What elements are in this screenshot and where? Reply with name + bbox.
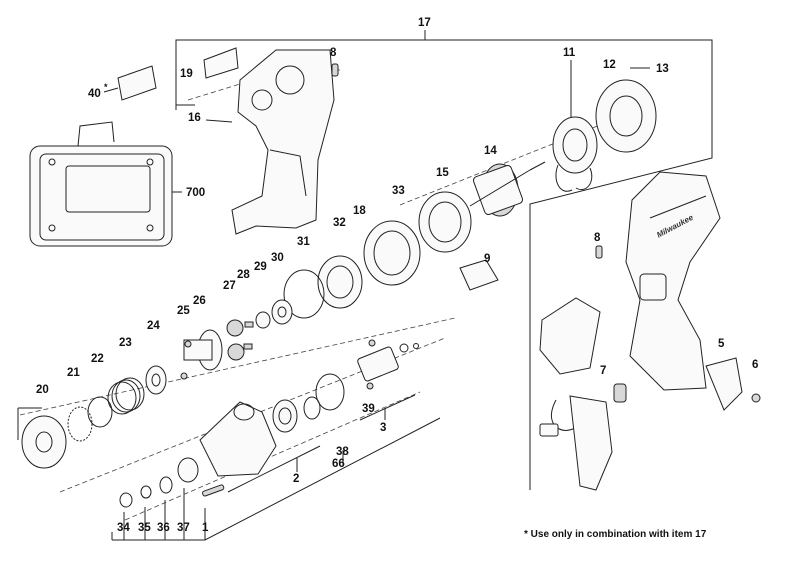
callout-28: 28 bbox=[237, 269, 250, 281]
callout-31: 31 bbox=[297, 236, 310, 248]
callout-32: 32 bbox=[333, 217, 346, 229]
front-ring-parts bbox=[119, 457, 225, 508]
trigger-assembly bbox=[539, 297, 613, 491]
brush-plate bbox=[552, 116, 598, 192]
callout-14: 14 bbox=[484, 145, 497, 157]
nose-housing bbox=[199, 401, 277, 477]
spring-7 bbox=[613, 383, 627, 403]
callout-21: 21 bbox=[67, 367, 80, 379]
ring-gear-33 bbox=[363, 220, 421, 286]
callout-700: 700 bbox=[186, 187, 205, 199]
callout-5: 5 bbox=[718, 338, 725, 350]
planet-gears bbox=[226, 319, 254, 361]
callout-38: 38 bbox=[336, 446, 349, 458]
callout-17: 17 bbox=[418, 17, 431, 29]
callout-35: 35 bbox=[138, 522, 151, 534]
bracket-lines bbox=[17, 30, 713, 541]
callout-22: 22 bbox=[91, 353, 104, 365]
stator bbox=[418, 191, 472, 253]
label-plates bbox=[103, 47, 239, 101]
callout-7: 7 bbox=[600, 365, 606, 377]
callout-33: 33 bbox=[392, 185, 405, 197]
callout-8-right: 8 bbox=[594, 232, 601, 244]
callout-1: 1 bbox=[202, 522, 209, 534]
callout-24: 24 bbox=[147, 320, 160, 332]
callout-36: 36 bbox=[157, 522, 170, 534]
bearing-group bbox=[272, 396, 321, 433]
washer-24 bbox=[145, 365, 167, 395]
callout-37: 37 bbox=[177, 522, 190, 534]
callout-11: 11 bbox=[563, 47, 576, 59]
spindle-carrier bbox=[180, 329, 223, 380]
callout-2: 2 bbox=[293, 473, 299, 485]
callout-23: 23 bbox=[119, 337, 132, 349]
callout-66: 66 bbox=[332, 458, 345, 470]
washer-22 bbox=[87, 396, 113, 428]
belt-clip bbox=[705, 357, 761, 411]
callout-15: 15 bbox=[436, 167, 449, 179]
gear-case-32 bbox=[317, 255, 363, 309]
housing-left-half bbox=[205, 49, 335, 235]
screw-8-right bbox=[595, 245, 603, 259]
washers-30-29 bbox=[255, 299, 293, 329]
callout-29: 29 bbox=[254, 261, 267, 273]
ball-set-21 bbox=[67, 406, 93, 442]
callout-34: 34 bbox=[117, 522, 130, 534]
callout-39: 39 bbox=[362, 403, 375, 415]
o-ring-38 bbox=[315, 373, 345, 411]
housing-right-half bbox=[625, 171, 721, 391]
callout-6: 6 bbox=[752, 359, 758, 371]
anvil bbox=[357, 339, 419, 390]
callout-27: 27 bbox=[223, 280, 236, 292]
footnote: * Use only in combination with item 17 bbox=[524, 529, 707, 540]
callout-25: 25 bbox=[177, 305, 190, 317]
callout-40-star: * bbox=[104, 82, 108, 92]
callout-30: 30 bbox=[271, 252, 284, 264]
callout-9: 9 bbox=[484, 253, 490, 265]
callout-3: 3 bbox=[380, 422, 386, 434]
end-cap bbox=[595, 67, 657, 153]
callout-20: 20 bbox=[36, 384, 49, 396]
retaining-ring bbox=[283, 269, 325, 319]
callout-26: 26 bbox=[193, 295, 206, 307]
carry-case bbox=[29, 121, 182, 247]
switch-9 bbox=[459, 259, 499, 291]
callout-18: 18 bbox=[353, 205, 366, 217]
callout-12: 12 bbox=[603, 59, 616, 71]
callout-40: 40 bbox=[88, 88, 101, 100]
callout-13: 13 bbox=[656, 63, 669, 75]
armature bbox=[469, 161, 546, 217]
screw-8-top bbox=[331, 63, 339, 77]
callout-8-top: 8 bbox=[330, 47, 337, 59]
callout-19: 19 bbox=[180, 68, 193, 80]
callout-labels: 17 8 11 12 13 19 40 * 16 14 700 15 33 18… bbox=[36, 17, 758, 534]
spring-23 bbox=[107, 377, 145, 415]
callout-16: 16 bbox=[188, 112, 201, 124]
hammer-20 bbox=[21, 415, 67, 469]
